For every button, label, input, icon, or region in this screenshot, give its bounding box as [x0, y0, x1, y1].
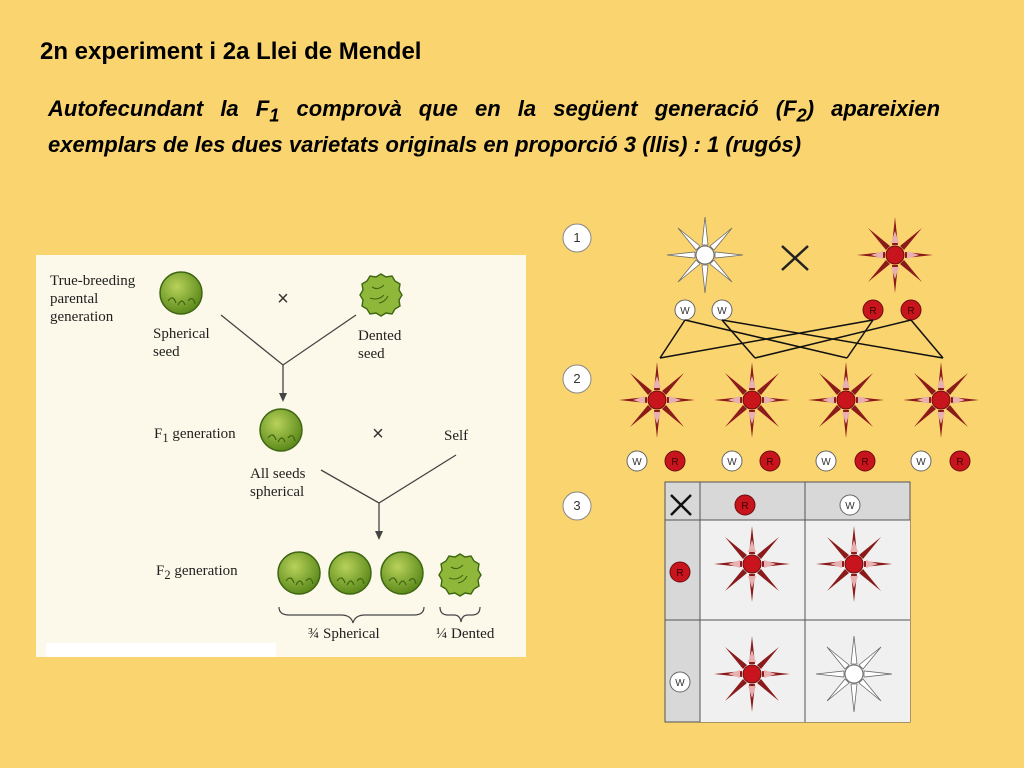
punnett-wr-red-flower — [713, 635, 791, 713]
f2-spherical-seed-2 — [328, 551, 372, 595]
parental-spherical-seed — [159, 271, 203, 315]
punnett-ww-white-flower — [815, 635, 893, 713]
f1-alleles-2: W R — [721, 450, 781, 472]
svg-text:R: R — [907, 306, 914, 317]
f1-seed — [259, 408, 303, 452]
spherical-bracket — [278, 606, 425, 624]
f1-red-flower-2 — [713, 361, 791, 439]
svg-text:W: W — [845, 501, 855, 512]
svg-text:W: W — [680, 306, 690, 317]
f2-dented-seed — [438, 553, 482, 597]
arrow-to-f2-head — [375, 531, 383, 540]
mendel-seed-cross-illustration: × × True-breeding parental generation Sp… — [36, 255, 526, 657]
svg-text:2: 2 — [573, 371, 580, 386]
f1-cross-symbol: × — [372, 423, 384, 445]
f2-spherical-seed-1 — [277, 551, 321, 595]
label-all-seeds-spherical: All seeds spherical — [250, 466, 306, 500]
svg-text:3: 3 — [573, 498, 580, 513]
f1-alleles-1: W R — [626, 450, 686, 472]
flower-punnett-diagram: 1 2 3 W W R R W R W R W — [562, 216, 980, 723]
svg-text:W: W — [675, 678, 685, 689]
svg-text:R: R — [861, 457, 868, 468]
svg-text:R: R — [869, 306, 876, 317]
label-three-quarters-spherical: ¾ Spherical — [308, 626, 380, 642]
f1-alleles-3: W R — [815, 450, 876, 472]
parental-cross-symbol: × — [277, 288, 289, 310]
svg-text:W: W — [727, 457, 737, 468]
label-one-quarter-dented: ¼ Dented — [436, 626, 495, 642]
svg-text:R: R — [671, 457, 678, 468]
parent-allele-r2: R — [900, 299, 922, 321]
f2-spherical-seed-3 — [380, 551, 424, 595]
parental-dented-seed — [359, 273, 403, 317]
image-bottom-strip — [46, 643, 276, 657]
punnett-row-w: W — [669, 671, 691, 693]
parent-allele-r1: R — [862, 299, 884, 321]
svg-text:R: R — [956, 457, 963, 468]
svg-text:W: W — [717, 306, 727, 317]
svg-text:R: R — [766, 457, 773, 468]
label-spherical-seed: Spherical seed — [153, 326, 210, 360]
punnett-square — [664, 481, 911, 723]
parent-cross-icon — [781, 245, 809, 271]
parent-allele-w1: W — [674, 299, 696, 321]
svg-text:R: R — [741, 501, 748, 512]
punnett-rr-red-flower — [713, 525, 791, 603]
parental-cross-lines — [220, 314, 357, 366]
self-cross-lines — [320, 454, 457, 504]
seed-cross-graphics: × × — [159, 271, 482, 624]
step-3-badge: 3 — [562, 491, 592, 521]
svg-text:R: R — [676, 568, 683, 579]
punnett-rw-red-flower — [815, 525, 893, 603]
gamete-cross-lines — [659, 319, 944, 359]
step-2-badge: 2 — [562, 364, 592, 394]
step-1-badge: 1 — [562, 223, 592, 253]
parent-white-flower — [666, 216, 744, 294]
label-dented-seed: Dented seed — [358, 328, 402, 362]
label-f1-generation: F1 generation — [154, 426, 236, 445]
intro-text: Autofecundant la F1 comprovà que en la s… — [48, 96, 941, 157]
punnett-header-w: W — [839, 494, 861, 516]
parent-allele-w2: W — [711, 299, 733, 321]
punnett-header-r: R — [734, 494, 756, 516]
svg-text:W: W — [632, 457, 642, 468]
arrow-to-f1-head — [279, 393, 287, 402]
dented-bracket — [439, 606, 481, 623]
parent-red-flower — [856, 216, 934, 294]
f1-alleles-4: W R — [910, 450, 971, 472]
punnett-cross-icon — [670, 494, 692, 516]
f1-red-flower-4 — [902, 361, 980, 439]
svg-text:W: W — [821, 457, 831, 468]
punnett-row-r: R — [669, 561, 691, 583]
f1-red-flower-3 — [807, 361, 885, 439]
label-self: Self — [444, 428, 469, 444]
svg-text:1: 1 — [573, 230, 580, 245]
f1-red-flower-1 — [618, 361, 696, 439]
slide-title: 2n experiment i 2a Llei de Mendel — [40, 38, 422, 65]
svg-text:W: W — [916, 457, 926, 468]
label-true-breeding-parental: True-breeding parental generation — [50, 273, 136, 325]
label-f2-generation: F2 generation — [156, 563, 238, 582]
